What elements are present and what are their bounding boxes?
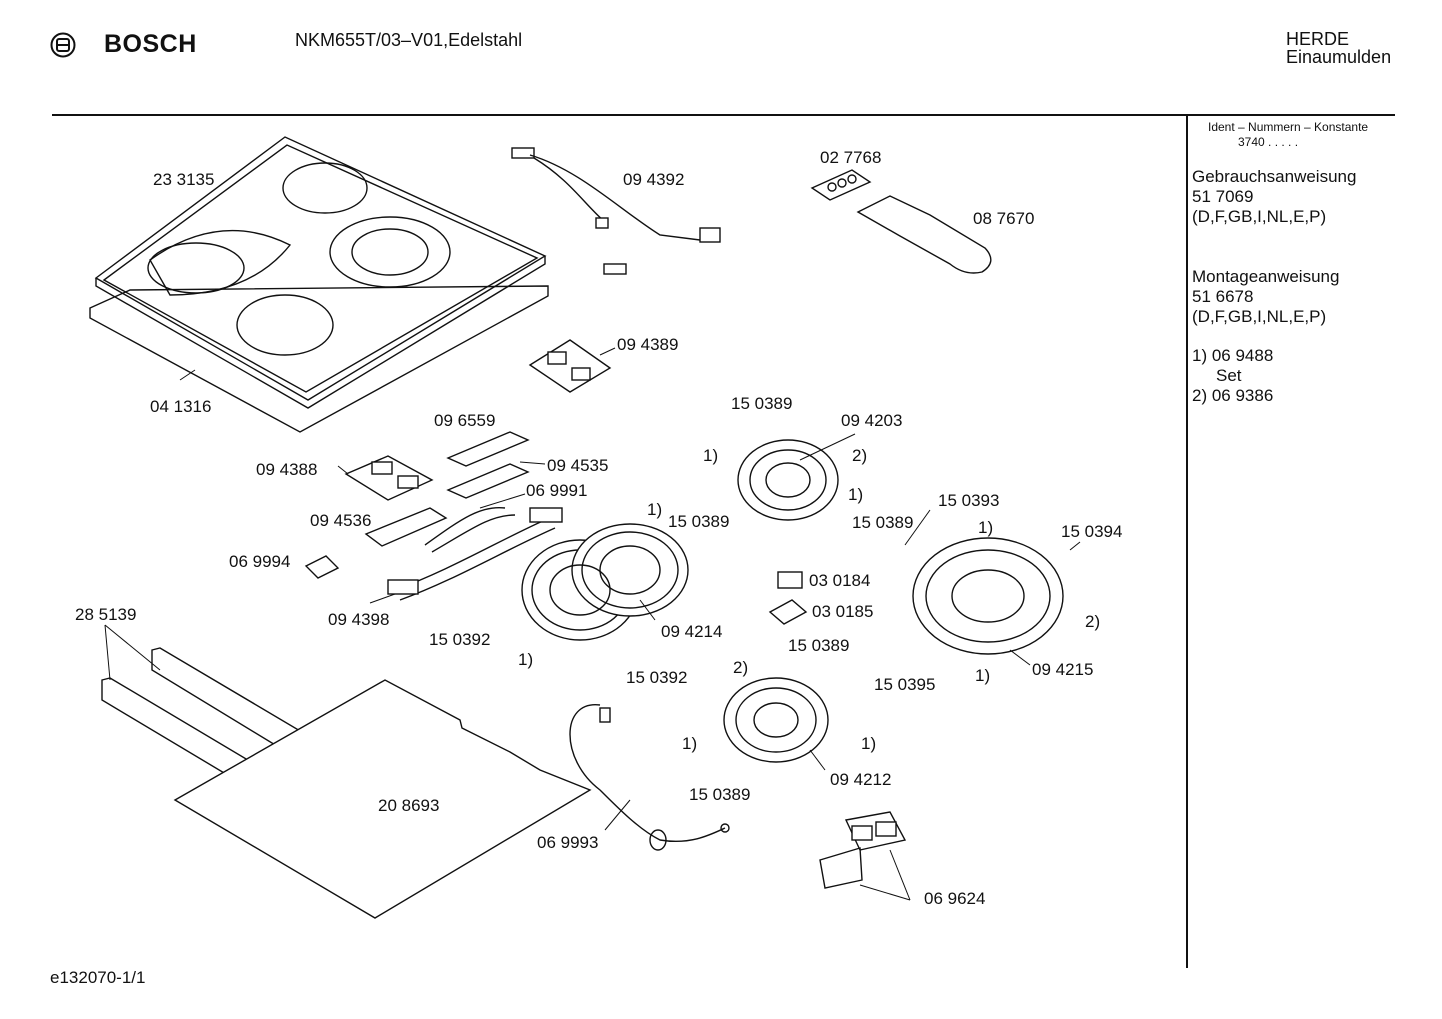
drawing-id: e132070-1/1 [50, 968, 146, 987]
part-label-069991: 06 9991 [526, 481, 588, 500]
footnote-ref-2: 2) [733, 658, 749, 677]
manual-title: Gebrauchsanweisung [1192, 167, 1357, 186]
part-label-094398: 09 4398 [328, 610, 390, 629]
part-label-030184: 03 0184 [809, 571, 871, 590]
part-label-094388: 09 4388 [256, 460, 318, 479]
part-label-069993: 06 9993 [537, 833, 599, 852]
bracket [768, 599, 808, 625]
footnote-ref-1: 1) [703, 446, 719, 465]
part-label-087670: 08 7670 [973, 209, 1035, 228]
ribbon-cable [387, 506, 563, 601]
control-board [344, 455, 434, 501]
part-label-094215: 09 4215 [1032, 660, 1094, 679]
part-label-150389: 15 0389 [668, 512, 730, 531]
display-strip [446, 431, 530, 467]
control-board [528, 339, 612, 393]
exploded-parts-drawing [89, 136, 1081, 919]
part-label-094536: 09 4536 [310, 511, 372, 530]
sensor-strip [364, 507, 448, 547]
header-divider [52, 114, 1395, 116]
cleaning-sticker [810, 169, 872, 201]
category-label: HERDE [1286, 29, 1350, 49]
assembly-title: Montageanweisung [1192, 267, 1340, 286]
footnote-ref-1: 1) [647, 500, 663, 519]
ground-wire [569, 704, 730, 851]
footnote-ref-1: 1) [861, 734, 877, 753]
bosch-armature-icon [50, 32, 76, 58]
assembly-number: 51 6678 [1192, 287, 1254, 306]
part-label-150395: 15 0395 [874, 675, 936, 694]
part-label-094389: 09 4389 [617, 335, 679, 354]
cooktop-glass-panel [94, 136, 547, 409]
footnote-1-sub: Set [1216, 366, 1242, 385]
part-label-150389: 15 0389 [788, 636, 850, 655]
radiant-heater-dual [521, 523, 689, 641]
assembly-languages: (D,F,GB,I,NL,E,P) [1192, 307, 1327, 326]
part-label-069994: 06 9994 [229, 552, 291, 571]
part-label-069624: 06 9624 [924, 889, 986, 908]
brand-logo-text: BOSCH [104, 30, 197, 58]
footnote-ref-2: 2) [852, 446, 868, 465]
part-label-027768: 02 7768 [820, 148, 882, 167]
footnote-ref-1: 1) [978, 518, 994, 537]
small-clip [603, 263, 627, 275]
part-label-094203: 09 4203 [841, 411, 903, 430]
bottom-plate [173, 679, 592, 919]
manual-languages: (D,F,GB,I,NL,E,P) [1192, 207, 1327, 226]
part-label-030185: 03 0185 [812, 602, 874, 621]
clip-part [304, 555, 340, 579]
part-label-150392: 15 0392 [429, 630, 491, 649]
footnote-1: 1) 06 9488 [1192, 346, 1274, 365]
model-title: NKM655T/03–V01,Edelstahl [295, 30, 523, 50]
wiring-harness [511, 147, 721, 243]
footnote-2: 2) 06 9386 [1192, 386, 1274, 405]
ident-label: Ident – Nummern – Konstante [1208, 120, 1369, 134]
part-label-150394: 15 0394 [1061, 522, 1123, 541]
relay [777, 571, 803, 589]
footnote-ref-1: 1) [682, 734, 698, 753]
radiant-heater [737, 439, 839, 521]
part-label-208693: 20 8693 [378, 796, 440, 815]
footnote-ref-1: 1) [975, 666, 991, 685]
part-label-150389: 15 0389 [731, 394, 793, 413]
frame-seal [89, 285, 549, 433]
radiant-heater-small [723, 677, 829, 763]
subcategory-label: Einaumulden [1286, 47, 1392, 67]
footnote-ref-2: 2) [1085, 612, 1101, 631]
terminal-block [819, 811, 907, 889]
part-label-150393: 15 0393 [938, 491, 1000, 510]
part-label-233135: 23 3135 [153, 170, 215, 189]
part-label-094535: 09 4535 [547, 456, 609, 475]
footnote-ref-1: 1) [518, 650, 534, 669]
footnote-ref-1: 1) [848, 485, 864, 504]
sidebar-divider [1186, 116, 1188, 968]
leader-lines [104, 347, 1081, 901]
part-label-285139: 28 5139 [75, 605, 137, 624]
part-label-096559: 09 6559 [434, 411, 496, 430]
part-label-150389: 15 0389 [689, 785, 751, 804]
part-label-094214: 09 4214 [661, 622, 723, 641]
part-label-041316: 04 1316 [150, 397, 212, 416]
display-strip [446, 463, 530, 499]
part-label-150389: 15 0389 [852, 513, 914, 532]
part-label-150392: 15 0392 [626, 668, 688, 687]
manual-number: 51 7069 [1192, 187, 1254, 206]
glass-scraper [856, 195, 992, 274]
ident-value: 3740 . . . . . [1238, 135, 1299, 149]
part-label-094392: 09 4392 [623, 170, 685, 189]
part-label-094212: 09 4212 [830, 770, 892, 789]
radiant-heater-large [912, 537, 1064, 655]
